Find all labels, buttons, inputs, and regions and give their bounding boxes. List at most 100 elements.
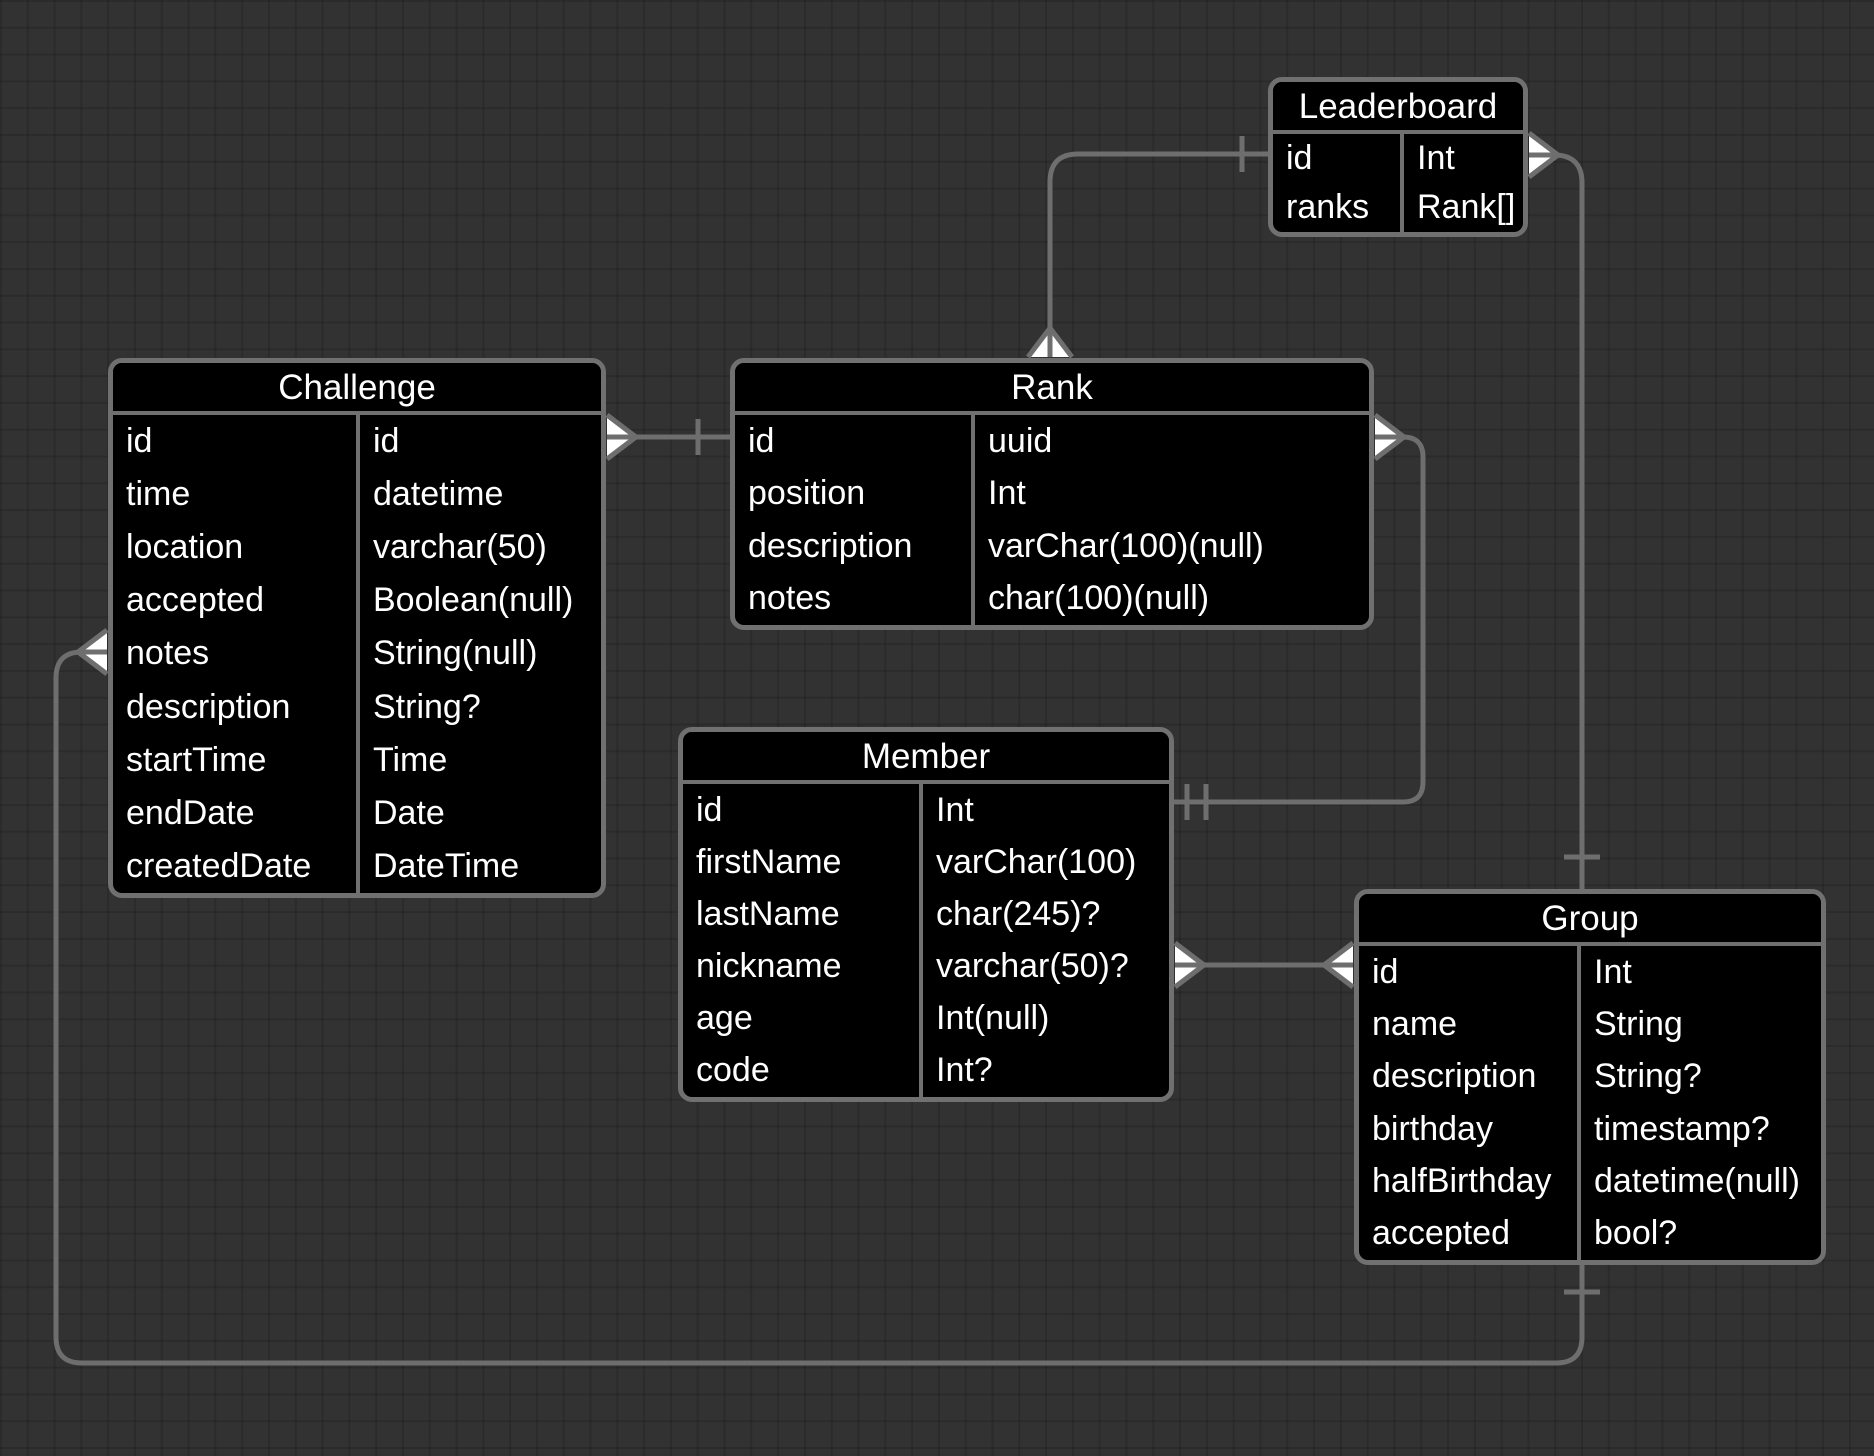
entity-title: Leaderboard xyxy=(1273,82,1523,134)
field-row[interactable]: char(245)? xyxy=(923,888,1169,940)
field-row[interactable]: ranks xyxy=(1273,183,1400,232)
field-row[interactable]: time xyxy=(113,468,356,521)
crow-foot-many-icon xyxy=(605,413,638,461)
entity-title: Rank xyxy=(735,363,1369,415)
relation-challenge-group[interactable] xyxy=(53,628,1600,1366)
field-row[interactable]: code xyxy=(683,1045,919,1097)
field-row[interactable]: varchar(50) xyxy=(360,521,601,574)
field-row[interactable]: name xyxy=(1359,998,1577,1050)
field-name: ranks xyxy=(1286,188,1370,226)
entity-challenge[interactable]: Challenge id time location accepted note… xyxy=(108,358,606,898)
entity-leaderboard[interactable]: Leaderboard id ranks Int Rank[] xyxy=(1268,77,1528,237)
field-row[interactable]: accepted xyxy=(1359,1208,1577,1260)
field-row[interactable]: String? xyxy=(1581,1051,1821,1103)
field-name: nickname xyxy=(696,947,842,986)
relation-line[interactable] xyxy=(1174,434,1426,805)
field-row[interactable]: age xyxy=(683,993,919,1045)
field-row[interactable]: nickname xyxy=(683,941,919,993)
field-type-column: Int varChar(100) char(245)? varchar(50)?… xyxy=(923,784,1169,1097)
field-row[interactable]: id xyxy=(360,415,601,468)
field-row[interactable]: DateTime xyxy=(360,840,601,893)
field-row[interactable]: char(100)(null) xyxy=(975,573,1369,626)
field-row[interactable]: Int xyxy=(975,468,1369,521)
field-name: id xyxy=(748,421,775,460)
field-row[interactable]: description xyxy=(113,681,356,734)
field-row[interactable]: varchar(50)? xyxy=(923,941,1169,993)
field-type-column: uuid Int varChar(100)(null) char(100)(nu… xyxy=(975,415,1369,625)
entity-member[interactable]: Member id firstName lastName nickname ag… xyxy=(678,727,1174,1102)
field-name: halfBirthday xyxy=(1372,1161,1552,1200)
field-row[interactable]: bool? xyxy=(1581,1208,1821,1260)
field-row[interactable]: Rank[] xyxy=(1404,183,1523,232)
field-row[interactable]: Time xyxy=(360,734,601,787)
field-row[interactable]: description xyxy=(1359,1051,1577,1103)
field-row[interactable]: Int xyxy=(923,784,1169,836)
entity-body: id time location accepted notes descript… xyxy=(113,415,601,893)
field-type: Date xyxy=(373,793,445,832)
field-row[interactable]: halfBirthday xyxy=(1359,1155,1577,1207)
field-row[interactable]: notes xyxy=(113,627,356,680)
field-name-column: id position description notes xyxy=(735,415,975,625)
field-row[interactable]: datetime xyxy=(360,468,601,521)
field-type: uuid xyxy=(988,421,1053,460)
field-row[interactable]: Int? xyxy=(923,1045,1169,1097)
field-name: description xyxy=(1372,1057,1537,1096)
field-type-column: id datetime varchar(50) Boolean(null) St… xyxy=(360,415,601,893)
field-row[interactable]: id xyxy=(113,415,356,468)
relation-line[interactable] xyxy=(1047,151,1268,332)
field-row[interactable]: varChar(100)(null) xyxy=(975,520,1369,573)
field-name: age xyxy=(696,999,753,1038)
relation-line[interactable] xyxy=(53,649,1585,1366)
field-row[interactable]: lastName xyxy=(683,888,919,940)
field-row[interactable]: location xyxy=(113,521,356,574)
field-row[interactable]: Boolean(null) xyxy=(360,574,601,627)
field-row[interactable]: id xyxy=(1359,946,1577,998)
entity-group[interactable]: Group id name description birthday halfB… xyxy=(1354,889,1826,1265)
field-type: varChar(100)(null) xyxy=(988,526,1264,565)
field-row[interactable]: uuid xyxy=(975,415,1369,468)
entity-rank[interactable]: Rank id position description notes uuid … xyxy=(730,358,1374,630)
field-row[interactable]: Int(null) xyxy=(923,993,1169,1045)
field-row[interactable]: accepted xyxy=(113,574,356,627)
field-row[interactable]: description xyxy=(735,520,971,573)
field-row[interactable]: firstName xyxy=(683,836,919,888)
field-row[interactable]: id xyxy=(683,784,919,836)
field-row[interactable]: varChar(100) xyxy=(923,836,1169,888)
relation-challenge-rank[interactable] xyxy=(605,413,730,461)
field-name: description xyxy=(748,526,913,565)
field-row[interactable]: datetime(null) xyxy=(1581,1155,1821,1207)
field-row[interactable]: id xyxy=(735,415,971,468)
field-type: datetime xyxy=(373,475,504,514)
field-type: datetime(null) xyxy=(1594,1161,1800,1200)
relation-member-group[interactable] xyxy=(1173,941,1355,989)
field-row[interactable]: String? xyxy=(360,681,601,734)
entity-title: Challenge xyxy=(113,363,601,415)
field-row[interactable]: position xyxy=(735,468,971,521)
field-name: name xyxy=(1372,1004,1458,1043)
relation-leaderboard-rank[interactable] xyxy=(1026,136,1268,359)
field-row[interactable]: Int xyxy=(1404,134,1523,183)
entity-body: id name description birthday halfBirthda… xyxy=(1359,946,1821,1260)
field-name-column: id firstName lastName nickname age code xyxy=(683,784,923,1097)
field-name-column: id name description birthday halfBirthda… xyxy=(1359,946,1581,1260)
field-name: id xyxy=(1286,139,1313,177)
field-row[interactable]: Date xyxy=(360,787,601,840)
relation-rank-member[interactable] xyxy=(1174,413,1426,820)
field-row[interactable]: createdDate xyxy=(113,840,356,893)
field-row[interactable]: startTime xyxy=(113,734,356,787)
field-name: notes xyxy=(126,634,210,673)
relation-leaderboard-group[interactable] xyxy=(1527,131,1600,889)
field-row[interactable]: id xyxy=(1273,134,1400,183)
field-type: varChar(100) xyxy=(936,842,1137,881)
field-row[interactable]: timestamp? xyxy=(1581,1103,1821,1155)
field-type: Int xyxy=(1417,139,1455,177)
field-row[interactable]: String xyxy=(1581,998,1821,1050)
field-row[interactable]: birthday xyxy=(1359,1103,1577,1155)
field-row[interactable]: notes xyxy=(735,573,971,626)
field-type: Int xyxy=(936,790,974,829)
field-row[interactable]: endDate xyxy=(113,787,356,840)
field-row[interactable]: String(null) xyxy=(360,627,601,680)
field-type: varchar(50)? xyxy=(936,947,1129,986)
relation-line[interactable] xyxy=(1553,152,1585,889)
field-row[interactable]: Int xyxy=(1581,946,1821,998)
